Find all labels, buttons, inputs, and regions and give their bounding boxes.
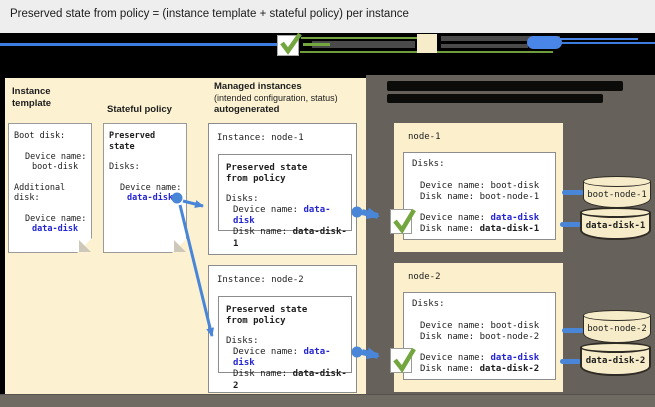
disks-label: Disks: — [412, 299, 445, 309]
disk-connector — [562, 328, 584, 333]
managed-instance-node-2: Instance: node-2 Preserved state from po… — [208, 265, 357, 393]
disks-label: Disks: — [226, 193, 259, 204]
vm-disks-box: Disks: Device name: boot-disk Disk name:… — [403, 152, 556, 240]
disk-cylinder-data-disk-2: data-disk-2 — [579, 342, 652, 376]
instance-title: Instance: node-2 — [217, 275, 304, 285]
device-name-label: Device name: — [25, 213, 87, 224]
disk-name-line: Disk name: data-disk-2 — [233, 369, 347, 391]
boot-disk-value: boot-disk — [32, 162, 79, 172]
disk-connector — [560, 222, 581, 227]
disk-cylinder-boot-node-1: boot-node-1 — [582, 176, 652, 208]
legend-blue-line-thin — [558, 37, 638, 40]
stateful-policy-card: Preserved state Disks: Device name: data… — [103, 123, 187, 253]
preserved-state-label: state — [109, 141, 135, 152]
disk-connector — [560, 359, 581, 364]
timeline-blue-line — [0, 43, 278, 46]
bottom-strip — [0, 394, 655, 407]
legend-green-line-top — [301, 36, 417, 39]
disks-label: Disks: — [226, 335, 259, 346]
disks-label: Disks: — [412, 159, 445, 169]
device-name-line: Device name: data-disk — [420, 353, 540, 363]
applied-check-box — [390, 209, 412, 234]
legend-blue-pill — [527, 36, 562, 49]
legend-redacted-bar — [312, 40, 415, 48]
disk-cylinder-boot-node-2: boot-node-2 — [582, 310, 652, 343]
vm-title: node-1 — [408, 132, 441, 142]
device-name-label: Device name: — [120, 182, 182, 193]
vm-panel-title-redacted-bar — [387, 81, 623, 91]
device-name-line: Device name: boot-disk — [420, 181, 540, 191]
disk-cylinder-data-disk-1: data-disk-1 — [579, 207, 652, 240]
legend-band — [0, 32, 655, 77]
vm-disks-box: Disks: Device name: boot-disk Disk name:… — [403, 292, 556, 380]
title-bar: Preserved state from policy = (instance … — [0, 0, 655, 33]
additional-disk-label: Additional — [14, 182, 66, 193]
vm-card-node-2: node-2 Disks: Device name: boot-disk Dis… — [394, 263, 563, 392]
device-name-line: Device name: data-disk — [420, 213, 540, 223]
disk-name-line: Disk name: data-disk-1 — [233, 227, 347, 249]
disk-connector — [562, 190, 584, 195]
data-disk-value: data-disk — [32, 224, 79, 234]
vm-card-node-1: node-1 Disks: Device name: boot-disk Dis… — [394, 123, 563, 252]
boot-disk-label: Boot disk: — [14, 131, 66, 141]
preserved-state-label: Preserved — [109, 131, 156, 141]
device-name-line: Device name: data-disk — [233, 204, 331, 227]
legend-check-icon — [280, 32, 302, 55]
instance-title: Instance: node-1 — [217, 133, 304, 143]
device-name-line: Device name: data-disk — [233, 346, 331, 369]
disk-name-line: Disk name: data-disk-2 — [420, 364, 540, 374]
disks-label: Disks: — [109, 162, 140, 172]
legend-redacted-bar — [441, 36, 560, 41]
managed-instances-header: Managed instances (intended configuratio… — [214, 81, 338, 115]
vm-panel-subtitle-redacted-bar — [387, 94, 603, 103]
page-title: Preserved state from policy = (instance … — [10, 8, 409, 20]
instance-template-card: Boot disk: Device name: boot-disk Additi… — [8, 123, 92, 253]
disk-name-line: Disk name: boot-node-1 — [420, 192, 540, 202]
stateful-policy-header: Stateful policy — [107, 104, 172, 115]
device-name-label: Device name: — [25, 151, 87, 162]
disk-name-line: Disk name: data-disk-1 — [420, 224, 540, 234]
instance-template-header: Instance template — [12, 86, 52, 109]
vm-title: node-2 — [408, 272, 441, 282]
legend-blue-line — [560, 41, 655, 44]
applied-check-box — [390, 348, 412, 373]
managed-instance-node-1: Instance: node-1 Preserved state from po… — [208, 123, 357, 255]
legend-redacted-bar — [441, 43, 528, 48]
legend-green-dash — [303, 42, 330, 46]
disk-name-line: Disk name: boot-node-2 — [420, 332, 540, 342]
legend-mig-swatch — [417, 34, 437, 53]
preserved-state-box: Preserved state from policy Disks: Devic… — [218, 296, 352, 391]
additional-disk-label: disk: — [14, 193, 40, 203]
device-name-line: Device name: boot-disk — [420, 321, 540, 331]
data-disk-value: data-disk — [127, 193, 174, 203]
preserved-state-box: Preserved state from policy Disks: Devic… — [218, 154, 352, 249]
